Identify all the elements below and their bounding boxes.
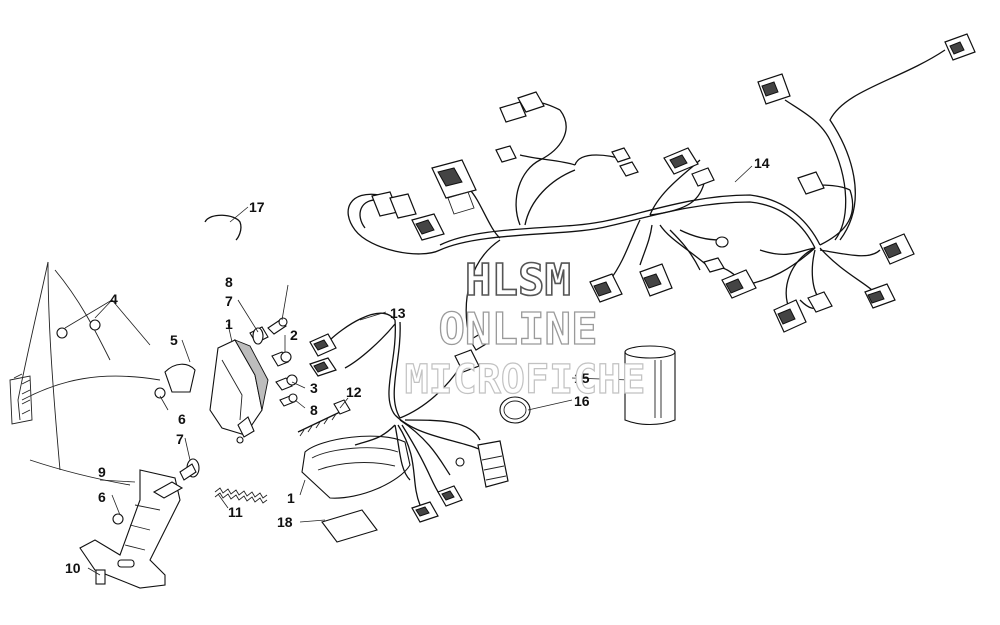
adjuster-rod [297, 399, 351, 437]
callout-3: 3 [310, 380, 318, 396]
callout-1-lower: 1 [287, 490, 295, 506]
callout-17: 17 [249, 199, 265, 215]
callout-18: 18 [277, 514, 293, 530]
callout-5: 5 [170, 332, 178, 348]
callout-10: 10 [65, 560, 81, 576]
watermark: HLSM ONLINE MICROFICHE [404, 254, 646, 403]
spring [214, 487, 268, 504]
callout-9: 9 [98, 464, 106, 480]
callout-13: 13 [390, 305, 406, 321]
callout-7-upper: 7 [225, 293, 233, 309]
watermark-line-1: HLSM [465, 255, 571, 306]
wire-clip [204, 214, 242, 241]
callout-12: 12 [346, 384, 362, 400]
headlight-housing-upper [209, 339, 269, 444]
callout-4: 4 [110, 291, 118, 307]
callout-14: 14 [754, 155, 770, 171]
headlight-harness [309, 312, 509, 523]
windshield-panel [9, 261, 161, 486]
callout-8-lower: 8 [310, 402, 318, 418]
leader-lines [64, 165, 753, 576]
headlight-lamp-lower [301, 435, 411, 543]
callout-6-lower: 6 [98, 489, 106, 505]
watermark-line-3: MICROFICHE [405, 357, 646, 403]
callout-1-upper: 1 [225, 316, 233, 332]
protective-sleeve [624, 345, 676, 426]
callout-15: 15 [574, 370, 590, 386]
mounting-bracket [79, 469, 184, 589]
callout-6-upper: 6 [178, 411, 186, 427]
callout-8-upper: 8 [225, 274, 233, 290]
callout-11: 11 [228, 504, 243, 520]
main-harness [347, 33, 976, 341]
fasteners [154, 317, 298, 481]
watermark-line-2: ONLINE [439, 304, 598, 355]
callout-2: 2 [290, 327, 298, 343]
callout-labels: 17 4 5 6 7 9 6 10 8 7 1 2 3 8 11 12 13 1… [65, 155, 770, 576]
callout-16: 16 [574, 393, 590, 409]
callout-7-lower: 7 [176, 431, 184, 447]
retaining-ring [499, 396, 531, 424]
